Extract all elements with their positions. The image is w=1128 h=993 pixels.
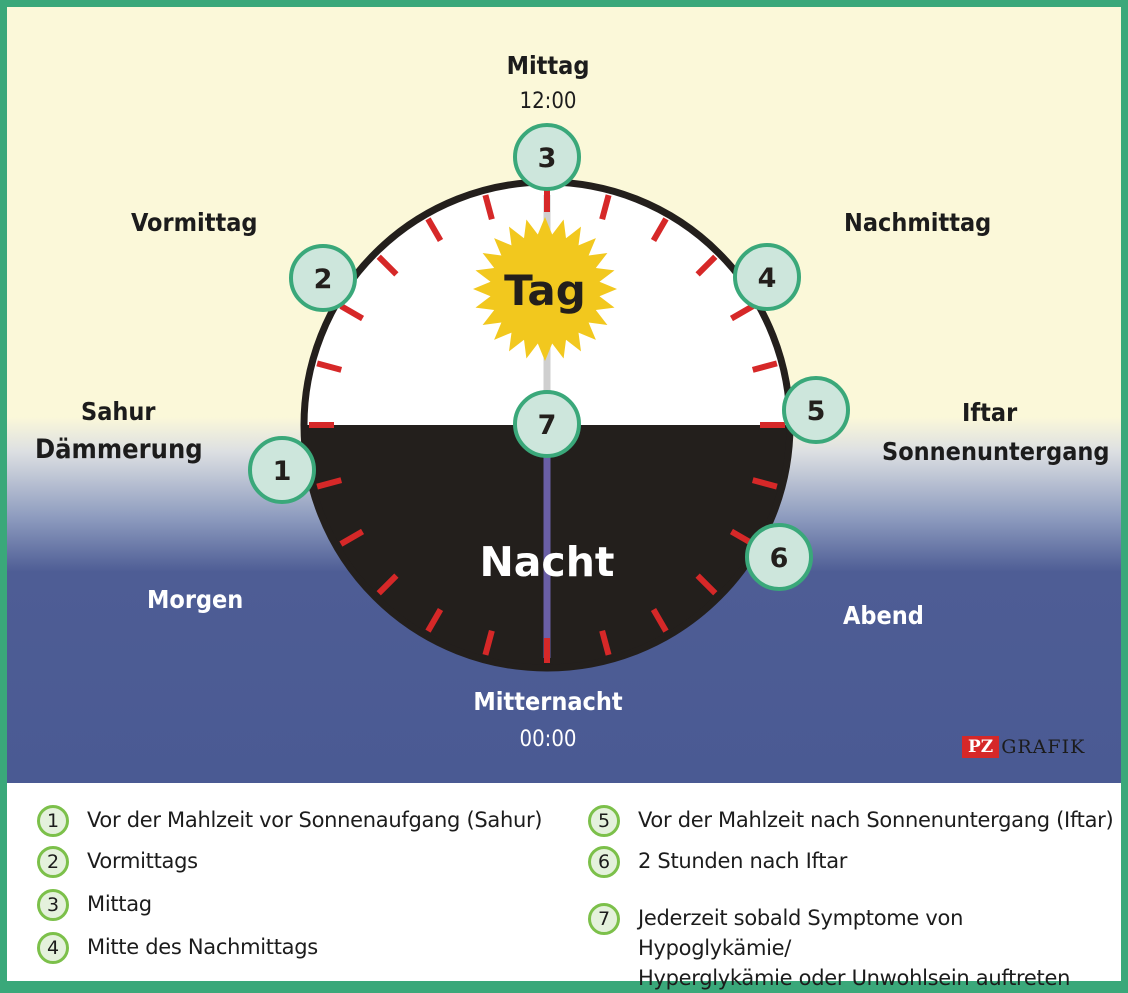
clock-ticks: [309, 187, 785, 663]
label-tag: Tag: [504, 266, 586, 315]
legend-text: Vor der Mahlzeit nach Sonnenuntergang (I…: [638, 808, 1114, 832]
marker-1: 1: [248, 436, 316, 504]
legend-number: 4: [37, 932, 69, 964]
clock-tick: [695, 573, 718, 596]
clock-tick: [376, 573, 399, 596]
marker-3: 3: [513, 123, 581, 191]
clock-tick: [339, 528, 365, 547]
sun-icon: [473, 217, 617, 361]
clock-tick: [751, 477, 778, 490]
label-mitternacht-time: 00:00: [519, 727, 577, 752]
label-morgen: Morgen: [147, 585, 244, 614]
legend-number: 6: [588, 846, 620, 878]
clock-tick: [376, 254, 399, 277]
marker-number: 1: [273, 456, 292, 487]
legend-text: Vormittags: [87, 849, 198, 873]
marker-circle: [513, 123, 581, 191]
legend-item-4: 4 Mitte des Nachmittags: [37, 932, 318, 964]
clock-tick: [316, 360, 343, 373]
legend-number: 5: [588, 805, 620, 837]
marker-circle: [745, 523, 813, 591]
legend-text: Jederzeit sobald Symptome von Hypoglykäm…: [638, 906, 1071, 990]
legend-item-5: 5 Vor der Mahlzeit nach Sonnenuntergang …: [588, 805, 1114, 837]
legend-item-6: 6 2 Stunden nach Iftar: [588, 846, 847, 878]
marker-number: 3: [538, 143, 557, 174]
legend-text: Mittag: [87, 892, 152, 916]
legend-item-1: 1 Vor der Mahlzeit vor Sonnenaufgang (Sa…: [37, 805, 543, 837]
clock-tick: [650, 607, 669, 633]
clock-tick: [316, 477, 343, 490]
label-daemmerung: Dämmerung: [35, 434, 203, 465]
label-nacht: Nacht: [479, 538, 614, 586]
clock-markers: 1 2 3 4 5 6 7: [248, 123, 850, 591]
legend-text: Vor der Mahlzeit vor Sonnenaufgang (Sahu…: [87, 808, 543, 832]
marker-number: 4: [758, 263, 777, 294]
legend-item-2: 2 Vormittags: [37, 846, 198, 878]
marker-2: 2: [289, 244, 357, 312]
clock-tick: [695, 254, 718, 277]
label-mitternacht: Mitternacht: [473, 687, 623, 716]
marker-4: 4: [733, 243, 801, 311]
clock-tick: [599, 194, 612, 221]
legend-number: 1: [37, 805, 69, 837]
legend-number: 7: [588, 903, 620, 935]
marker-number: 5: [807, 396, 826, 427]
marker-circle: [513, 390, 581, 458]
legend-number: 2: [37, 846, 69, 878]
legend: 1 Vor der Mahlzeit vor Sonnenaufgang (Sa…: [7, 783, 1121, 990]
marker-circle: [782, 376, 850, 444]
marker-circle: [248, 436, 316, 504]
legend-text: Mitte des Nachmittags: [87, 935, 318, 959]
clock-tick: [482, 629, 495, 656]
label-abend: Abend: [843, 601, 924, 630]
marker-5: 5: [782, 376, 850, 444]
legend-number: 3: [37, 889, 69, 921]
clock-tick: [425, 607, 444, 633]
marker-6: 6: [745, 523, 813, 591]
pz-grafik-logo: PZ GRAFIK: [962, 736, 1085, 758]
clock-tick: [482, 194, 495, 221]
marker-circle: [733, 243, 801, 311]
clock-tick: [425, 217, 444, 243]
marker-number: 7: [538, 410, 557, 441]
label-iftar: Iftar: [962, 398, 1018, 427]
label-mittag: Mittag: [506, 51, 590, 80]
label-sonnenuntergang: Sonnenuntergang: [882, 437, 1110, 466]
label-mittag-time: 12:00: [519, 89, 577, 114]
marker-7: 7: [513, 390, 581, 458]
legend-text: 2 Stunden nach Iftar: [638, 849, 848, 873]
legend-item-7: 7 Jederzeit sobald Symptome von Hypoglyk…: [588, 903, 1121, 993]
clock-tick: [599, 629, 612, 656]
legend-item-3: 3 Mittag: [37, 889, 152, 921]
marker-circle: [289, 244, 357, 312]
clock-tick: [729, 303, 755, 322]
marker-number: 2: [314, 264, 333, 295]
label-nachmittag: Nachmittag: [844, 208, 992, 237]
label-vormittag: Vormittag: [131, 208, 258, 237]
logo-mark: PZ: [962, 736, 1000, 758]
clock-tick: [650, 217, 669, 243]
clock-tick: [751, 360, 778, 373]
clock-tick: [339, 303, 365, 322]
marker-number: 6: [770, 543, 789, 574]
logo-text: GRAFIK: [1001, 736, 1086, 758]
label-sahur: Sahur: [81, 397, 156, 426]
